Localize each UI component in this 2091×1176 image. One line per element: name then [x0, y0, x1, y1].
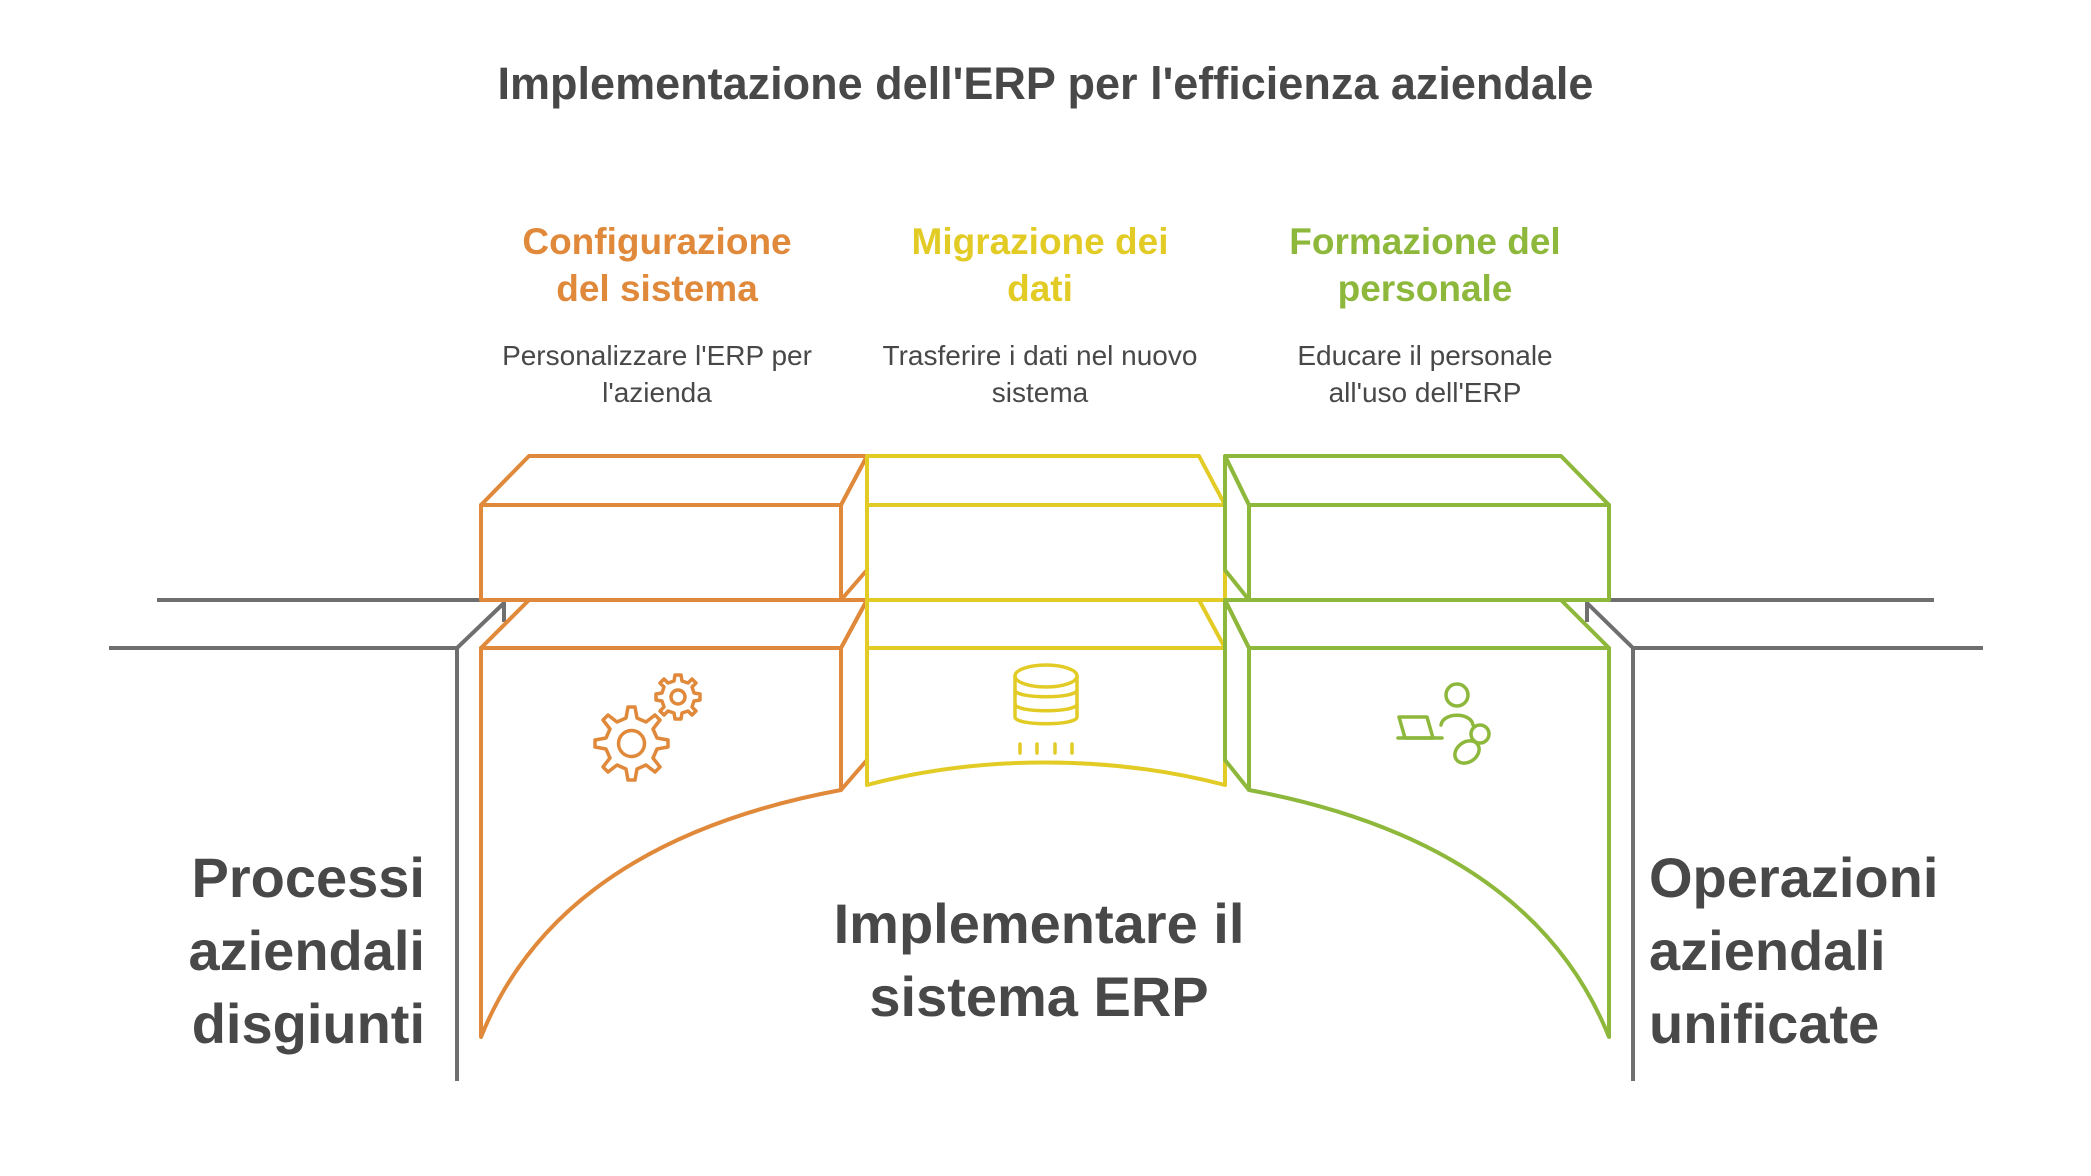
- training-icon: [1396, 682, 1491, 765]
- small-gear-icon: [654, 673, 702, 721]
- lower-box-front-face: [479, 646, 843, 1039]
- lower-box-side-face: [1223, 598, 1251, 792]
- right-cliff-line: [1585, 601, 1983, 650]
- lower-box-front-face: [1247, 646, 1611, 1039]
- step-desc-migrazione: Trasferire i dati nel nuovo sistema: [882, 340, 1198, 408]
- learner-body: [1453, 739, 1481, 765]
- lower-box-top-face: [479, 598, 869, 650]
- right-label: Operazioni aziendali unificate: [1649, 846, 1939, 1055]
- database-band-2: [1013, 702, 1079, 713]
- upper-box-front-face: [1247, 503, 1611, 602]
- person-head: [1444, 682, 1470, 708]
- upper-box-top-face: [479, 454, 869, 507]
- lower-box-top-face: [865, 598, 1227, 650]
- lower-box-top-face: [1223, 598, 1611, 650]
- step-title-formazione: Formazione del personale: [1289, 221, 1561, 309]
- upper-box-side-face: [839, 454, 869, 602]
- step-desc-configurazione: Personalizzare l'ERP per l'azienda: [502, 340, 812, 408]
- block-formazione: [1223, 454, 1611, 1039]
- block-migrazione: [865, 454, 1227, 787]
- small-gear-hole: [669, 688, 687, 706]
- step-title-configurazione: Configurazione del sistema: [522, 221, 792, 309]
- step-title-migrazione: Migrazione dei dati: [911, 221, 1169, 309]
- database-top: [1013, 663, 1079, 689]
- center-label: Implementare il sistema ERP: [833, 892, 1245, 1028]
- large-gear-icon: [593, 705, 670, 782]
- lower-box-front-face: [865, 646, 1227, 787]
- large-gear-hole: [616, 728, 647, 759]
- database-icon: [1013, 663, 1079, 755]
- ground-lines: [109, 598, 1983, 1081]
- left-cliff-line: [109, 601, 506, 650]
- left-label: Processi aziendali disgiunti: [188, 846, 425, 1055]
- database-body: [1013, 674, 1079, 726]
- learner-head: [1469, 723, 1491, 745]
- gears-icon: [593, 673, 702, 782]
- upper-box-front-face: [865, 503, 1227, 602]
- person-body: [1439, 713, 1475, 727]
- page-title: Implementazione dell'ERP per l'efficienz…: [497, 58, 1594, 109]
- laptop-screen: [1397, 715, 1435, 740]
- upper-box-top-face: [1223, 454, 1611, 507]
- step-desc-formazione: Educare il personale all'uso dell'ERP: [1297, 340, 1553, 408]
- upper-box-front-face: [479, 503, 843, 602]
- upper-box-top-face: [865, 454, 1227, 507]
- lower-box-side-face: [839, 598, 869, 792]
- upper-box-side-face: [1223, 454, 1251, 602]
- database-band-1: [1013, 688, 1079, 699]
